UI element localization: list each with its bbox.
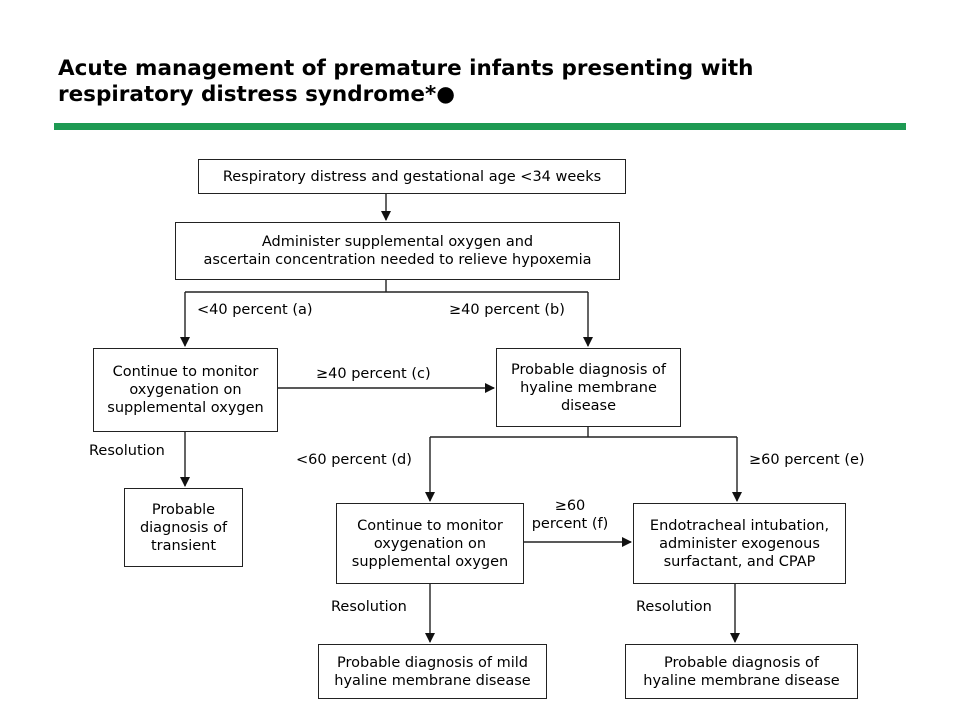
node-hmd-probable-line-2: hyaline membrane: [520, 379, 657, 396]
page-title: Acute management of premature infants pr…: [58, 56, 918, 108]
edge-label-e: ≥60 percent (e): [749, 452, 865, 468]
node-hmd-final: Probable diagnosis of hyaline membrane d…: [625, 644, 858, 699]
node-hmd-probable: Probable diagnosis of hyaline membrane d…: [496, 348, 681, 427]
edge-label-d: <60 percent (d): [296, 452, 412, 468]
node-oxygen: Administer supplemental oxygen and ascer…: [175, 222, 620, 280]
node-monitor-mid-line-3: supplemental oxygen: [351, 553, 509, 570]
node-oxygen-text: Administer supplemental oxygen and ascer…: [203, 233, 591, 269]
node-oxygen-line-1: Administer supplemental oxygen and: [261, 234, 534, 250]
title-divider: [54, 123, 906, 130]
node-intubation-text: Endotracheal intubation, administer exog…: [650, 517, 829, 571]
title-line-1: Acute management of premature infants pr…: [58, 56, 754, 81]
edge-label-f: ≥60 percent (f): [520, 497, 620, 533]
node-hmd-probable-text: Probable diagnosis of hyaline membrane d…: [511, 361, 666, 415]
node-mild-hmd-line-1: Probable diagnosis of mild: [337, 654, 528, 671]
edge-label-resolution-right: Resolution: [636, 599, 712, 615]
node-transient: Probable diagnosis of transient: [124, 488, 243, 567]
node-monitor-mid-line-1: Continue to monitor: [357, 517, 503, 534]
node-hmd-probable-line-1: Probable diagnosis of: [511, 361, 666, 378]
node-mild-hmd: Probable diagnosis of mild hyaline membr…: [318, 644, 547, 699]
node-monitor-left: Continue to monitor oxygenation on suppl…: [93, 348, 278, 432]
node-transient-line-3: transient: [150, 537, 217, 554]
node-monitor-left-line-2: oxygenation on: [129, 382, 242, 398]
node-monitor-left-line-1: Continue to monitor: [112, 364, 259, 380]
node-mild-hmd-line-2: hyaline membrane disease: [334, 672, 531, 689]
node-oxygen-line-2: ascertain concentration needed to reliev…: [203, 252, 592, 268]
edge-label-f-line-2: percent (f): [531, 516, 609, 532]
node-transient-line-1: Probable: [151, 501, 216, 518]
edge-label-c: ≥40 percent (c): [316, 366, 431, 382]
node-monitor-mid-line-2: oxygenation on: [373, 535, 487, 552]
edge-label-resolution-mid: Resolution: [331, 599, 407, 615]
node-monitor-left-text: Continue to monitor oxygenation on suppl…: [107, 363, 263, 417]
node-mild-hmd-text: Probable diagnosis of mild hyaline membr…: [334, 654, 530, 690]
edge-label-resolution-left: Resolution: [89, 443, 165, 459]
title-line-2: respiratory distress syndrome*●: [58, 82, 455, 107]
edge-label-f-line-1: ≥60: [554, 498, 586, 514]
node-hmd-final-line-1: Probable diagnosis of: [664, 654, 819, 671]
node-intubation: Endotracheal intubation, administer exog…: [633, 503, 846, 584]
node-start: Respiratory distress and gestational age…: [198, 159, 626, 194]
edge-label-a: <40 percent (a): [197, 302, 313, 318]
node-hmd-final-text: Probable diagnosis of hyaline membrane d…: [643, 654, 839, 690]
node-monitor-mid: Continue to monitor oxygenation on suppl…: [336, 503, 524, 584]
node-hmd-probable-line-3: disease: [560, 397, 617, 414]
node-transient-text: Probable diagnosis of transient: [140, 501, 227, 555]
node-intubation-line-2: administer exogenous: [659, 535, 820, 552]
node-monitor-left-line-3: supplemental oxygen: [107, 400, 264, 416]
node-intubation-line-3: surfactant, and CPAP: [663, 553, 816, 570]
edge-label-b: ≥40 percent (b): [449, 302, 565, 318]
node-start-text: Respiratory distress and gestational age…: [222, 168, 602, 185]
node-monitor-mid-text: Continue to monitor oxygenation on suppl…: [352, 517, 508, 571]
node-transient-line-2: diagnosis of: [139, 519, 228, 536]
node-hmd-final-line-2: hyaline membrane disease: [643, 672, 840, 689]
node-intubation-line-1: Endotracheal intubation,: [649, 517, 830, 534]
